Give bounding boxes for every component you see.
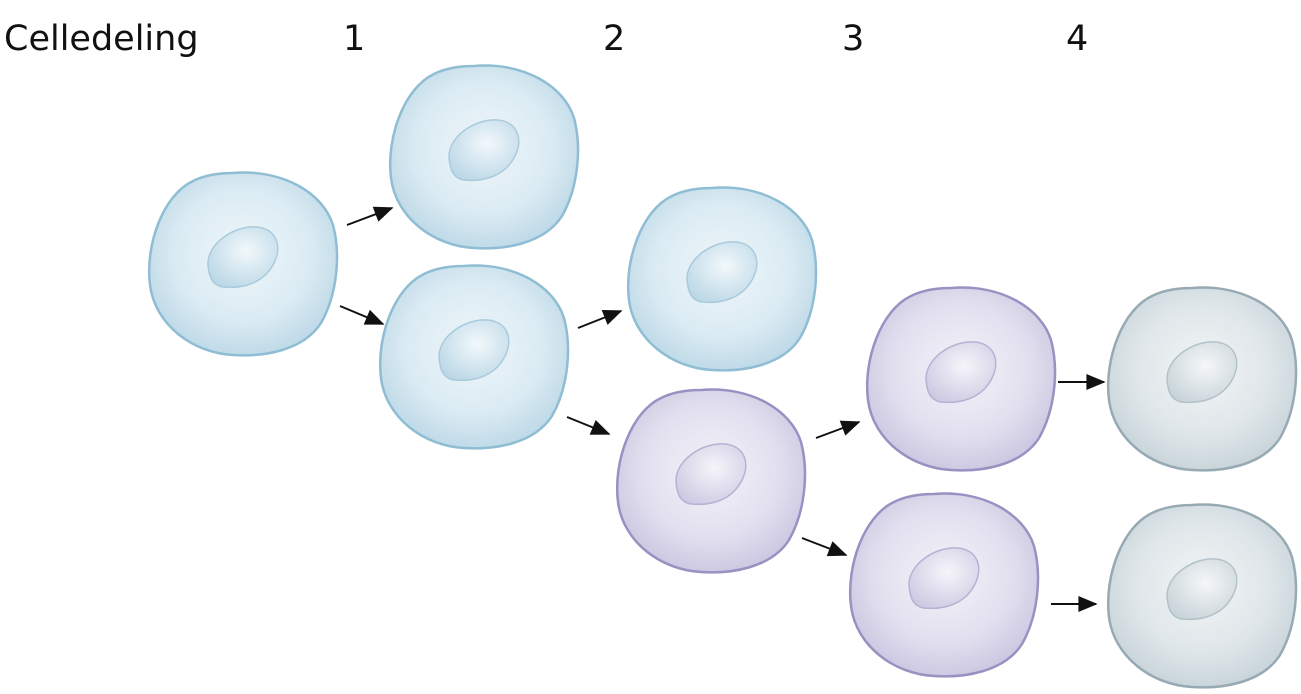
cell-blue-1-top — [388, 64, 580, 250]
cell-gray-4-top — [1106, 286, 1298, 472]
cell-gray-4-bottom — [1106, 503, 1298, 689]
stage-label-1: 1 — [343, 19, 366, 59]
cell-purple-3-top — [865, 286, 1057, 472]
cell-purple-3-bottom — [848, 492, 1040, 678]
arrow-2-to-3-bottom — [801, 537, 848, 557]
arrow-1-to-2-bottom — [566, 416, 611, 435]
stage-label-4: 4 — [1066, 19, 1089, 59]
cell-blue-1-bottom — [378, 264, 570, 450]
cell-blue-origin — [147, 171, 339, 357]
cell-purple-2-bottom — [615, 388, 807, 574]
stage-label-2: 2 — [603, 19, 626, 59]
diagram-title: Celledeling — [4, 19, 199, 59]
arrow-2-to-3-top — [815, 420, 861, 439]
stage-label-3: 3 — [842, 19, 865, 59]
cell-blue-2-top — [626, 186, 818, 372]
arrow-1-to-2-top — [577, 310, 623, 329]
arrow-origin-to-1-bottom — [339, 305, 385, 325]
arrow-origin-to-1-top — [346, 206, 394, 226]
